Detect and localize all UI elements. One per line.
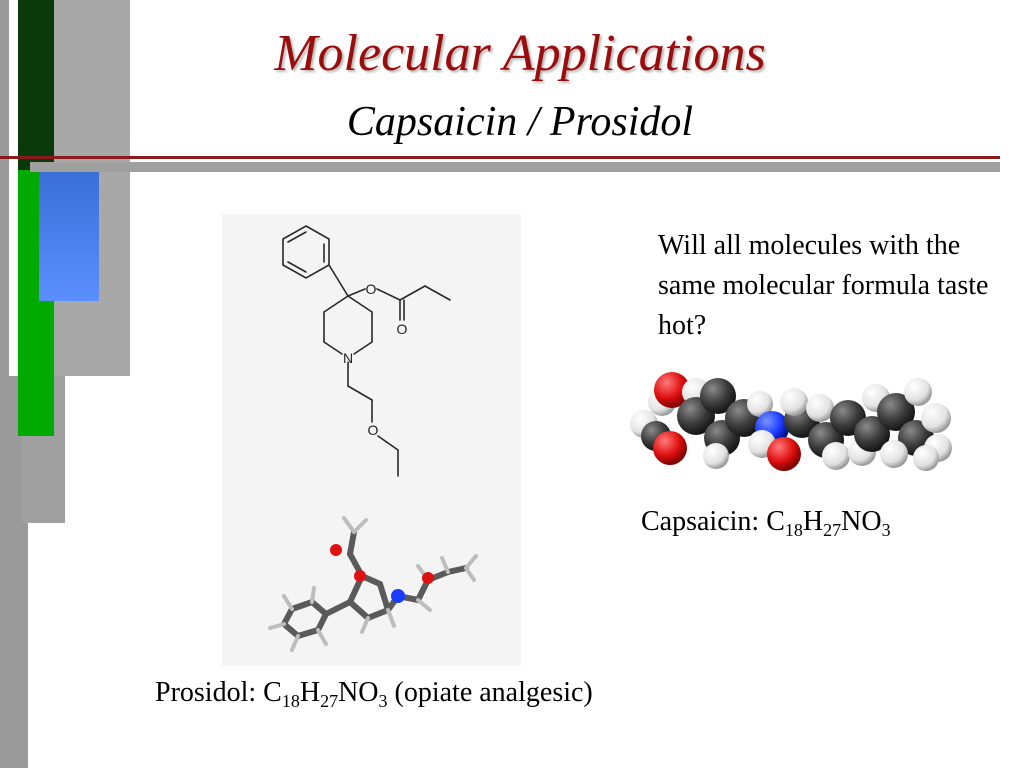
deco-bar-blue xyxy=(39,172,99,301)
slide-subtitle: Capsaicin / Prosidol xyxy=(346,99,694,145)
question-text: Will all molecules with the same molecul… xyxy=(658,230,989,341)
formula-subscript: 18 xyxy=(281,691,300,711)
formula-subscript: 18 xyxy=(784,520,803,540)
formula-subscript: 3 xyxy=(378,691,388,711)
deco-bar-white xyxy=(9,0,18,376)
formula-element: C xyxy=(263,677,282,708)
capsaicin-space-filling-model xyxy=(630,372,952,471)
atom-label-oxygen: O xyxy=(397,321,408,337)
formula-element: NO xyxy=(338,677,379,708)
formula-element: H xyxy=(299,677,321,708)
title-divider-red xyxy=(0,156,1000,159)
prosidol-note: (opiate analgesic) xyxy=(394,677,593,708)
prosidol-3d-model xyxy=(268,516,478,652)
capsaicin-label: Capsaicin: xyxy=(641,506,760,537)
atom-label-oxygen: O xyxy=(368,422,379,438)
formula-subscript: 27 xyxy=(320,691,339,711)
deco-bar-dark xyxy=(18,0,54,170)
prosidol-structure-panel: O O N O xyxy=(222,214,521,666)
formula-subscript: 27 xyxy=(823,520,842,540)
formula-element: NO xyxy=(841,506,882,537)
atom-label-oxygen: O xyxy=(366,281,377,297)
title-divider-gray xyxy=(30,162,1000,172)
prosidol-label: Prosidol: xyxy=(155,677,257,708)
prosidol-2d-structure: O O N O xyxy=(268,225,478,652)
slide-title: Molecular Applications xyxy=(274,25,766,82)
prosidol-formula: Prosidol: C18H27NO3 (opiate analgesic) xyxy=(155,677,593,711)
formula-element: C xyxy=(766,506,785,537)
formula-subscript: 3 xyxy=(881,520,891,540)
capsaicin-formula: Capsaicin: C18H27NO3 xyxy=(641,506,891,540)
formula-element: H xyxy=(802,506,824,537)
atom-label-nitrogen: N xyxy=(343,350,353,366)
